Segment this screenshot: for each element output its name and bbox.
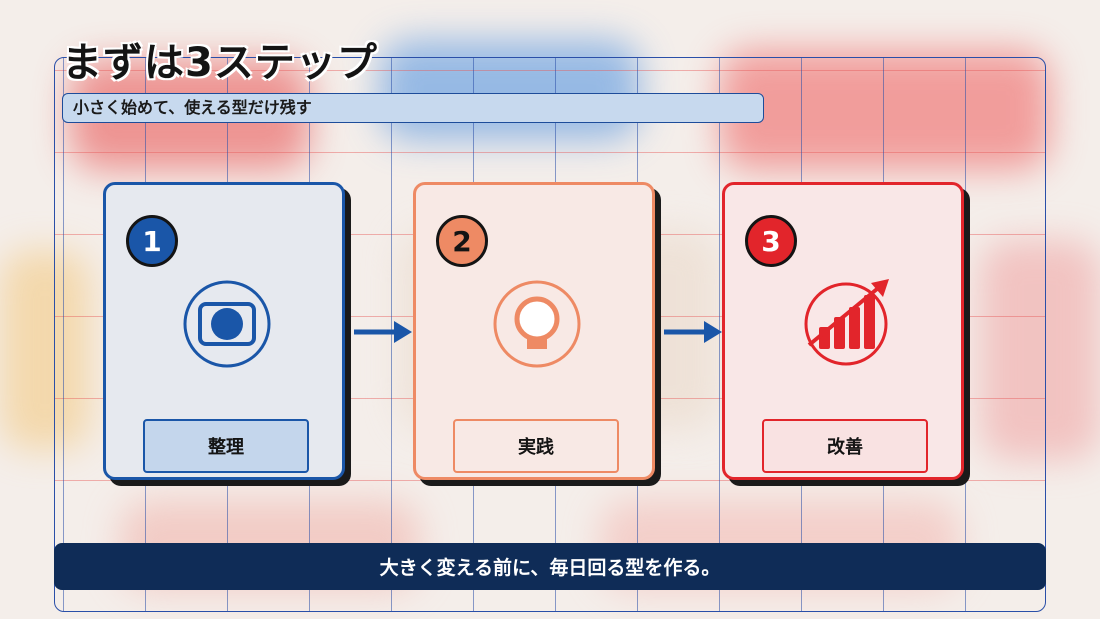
bulb-icon — [492, 279, 582, 369]
footer-message: 大きく変える前に、毎日回る型を作る。 — [54, 543, 1046, 590]
growth-chart-icon — [801, 279, 891, 369]
organize-icon — [182, 279, 272, 369]
step-number-1: 1 — [126, 215, 178, 267]
step-card-2: 2 実践 — [413, 182, 655, 480]
step-label-1: 整理 — [143, 419, 309, 473]
step-number-3: 3 — [745, 215, 797, 267]
subtitle-bar: 小さく始めて、使える型だけ残す — [62, 93, 764, 123]
step-label-2: 実践 — [453, 419, 619, 473]
step-number-2: 2 — [436, 215, 488, 267]
arrow-right-icon — [354, 321, 412, 343]
page-title: まずは3ステップ — [62, 40, 378, 86]
arrow-right-icon — [664, 321, 722, 343]
step-card-1: 1 整理 — [103, 182, 345, 480]
step-label-3: 改善 — [762, 419, 928, 473]
step-card-3: 3 改善 — [722, 182, 964, 480]
